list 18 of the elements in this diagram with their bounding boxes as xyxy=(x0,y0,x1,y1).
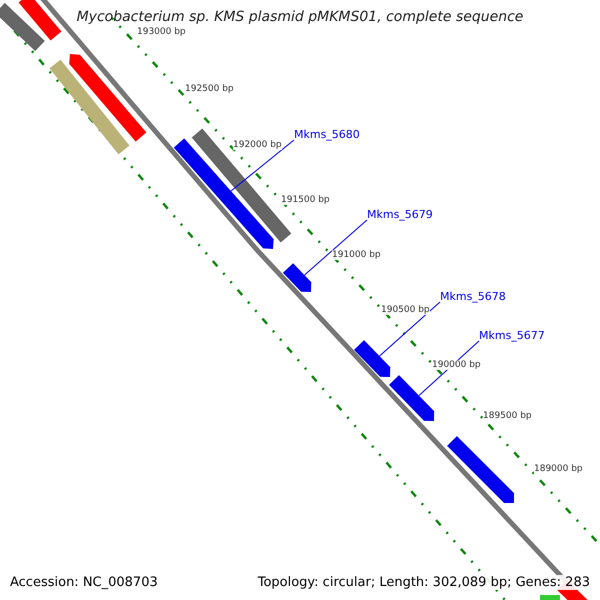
gene-arrow xyxy=(282,263,312,292)
gene-arrow xyxy=(389,375,434,421)
leader-line xyxy=(230,140,294,192)
gene-label: Mkms_5679 xyxy=(367,208,433,221)
leader-line xyxy=(379,302,440,356)
bp-label: 192000 bp xyxy=(233,140,282,150)
gene-arrow xyxy=(354,340,390,377)
gene-label: Mkms_5680 xyxy=(294,128,360,141)
title: Mycobacterium sp. KMS plasmid pMKMS01, complete sequence xyxy=(76,9,524,25)
bp-label: 193000 bp xyxy=(137,27,186,37)
sequence-info-text: Topology: circular; Length: 302,089 bp; Genes: 283 xyxy=(258,575,590,590)
bp-label: 189500 bp xyxy=(483,411,532,421)
gene-label: Mkms_5677 xyxy=(479,329,545,342)
leader-line xyxy=(304,220,368,276)
gene-label: Mkms_5678 xyxy=(440,290,506,303)
bp-label: 189000 bp xyxy=(534,464,583,474)
accession-text: Accession: NC_008703 xyxy=(10,575,158,590)
bp-label: 192500 bp xyxy=(185,84,234,94)
